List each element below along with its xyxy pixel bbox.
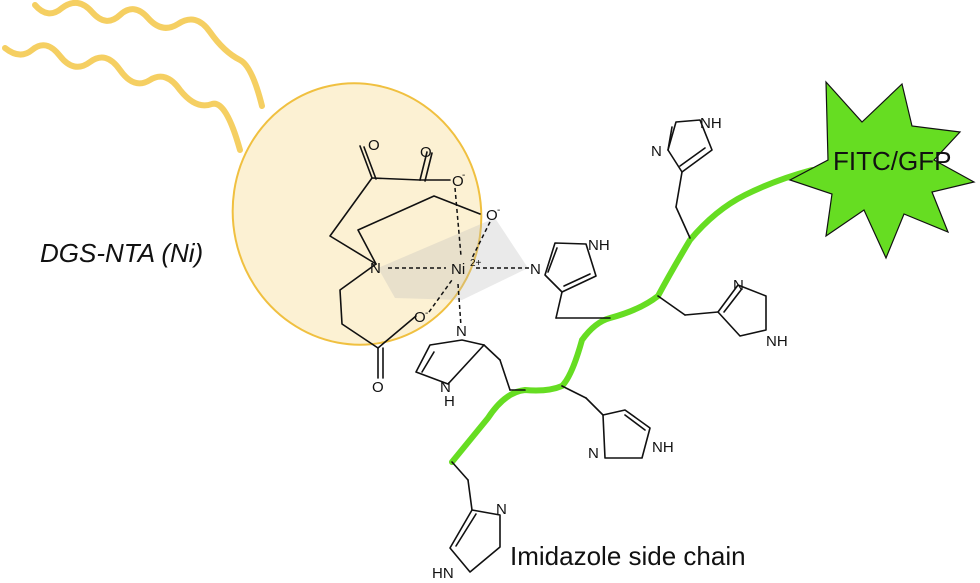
atom-nh-c: NH — [766, 333, 788, 350]
atom-n-a: N — [651, 143, 662, 160]
atom-n-f: N — [496, 501, 507, 518]
imidazole-ring-e — [561, 385, 651, 459]
atom-ni: Ni — [451, 261, 465, 278]
atom-o-3: O — [372, 379, 384, 396]
atom-n-b: N — [530, 261, 541, 278]
peptide-backbone — [449, 167, 815, 465]
atom-o-2: O — [420, 144, 432, 161]
atom-o-minus-1: O — [452, 173, 464, 190]
fluorophore-starburst — [788, 80, 976, 260]
atom-hn-f: HN — [432, 565, 454, 582]
label-lipid: DGS-NTA (Ni) — [40, 238, 203, 268]
charge-minus-1: - — [462, 170, 465, 181]
atom-nh-b: NH — [588, 237, 610, 254]
atom-o-minus-2: O — [486, 207, 498, 224]
atom-h-d: H — [444, 393, 455, 410]
atom-o-1: O — [368, 137, 380, 154]
imidazole-ring-d — [415, 339, 526, 391]
atom-n-c: N — [733, 277, 744, 294]
ni-charge: 2+ — [470, 258, 482, 269]
lipid-tail-2 — [2, 42, 243, 153]
charge-minus-3: - — [425, 308, 428, 319]
label-side-chain: Imidazole side chain — [510, 541, 746, 571]
imidazole-ring-c — [657, 284, 767, 337]
imidazole-ring-b — [544, 242, 611, 319]
atom-o-minus-3: O — [414, 309, 426, 326]
atom-nh-e: NH — [652, 439, 674, 456]
imidazole-ring-a — [667, 119, 713, 239]
charge-minus-2: - — [497, 205, 500, 216]
coordination-bonds — [388, 187, 530, 327]
atom-nh-a: NH — [700, 115, 722, 132]
imidazole-ring-f — [449, 461, 501, 573]
atom-n-d: N — [456, 323, 467, 340]
coordination-plane — [378, 218, 528, 300]
atom-n-d2: N — [440, 379, 451, 396]
label-fluorophore: FITC/GFP — [833, 146, 951, 176]
atom-n-e: N — [588, 445, 599, 462]
lipid-tail-1 — [32, 0, 265, 109]
atom-n-nta: N — [370, 260, 381, 277]
